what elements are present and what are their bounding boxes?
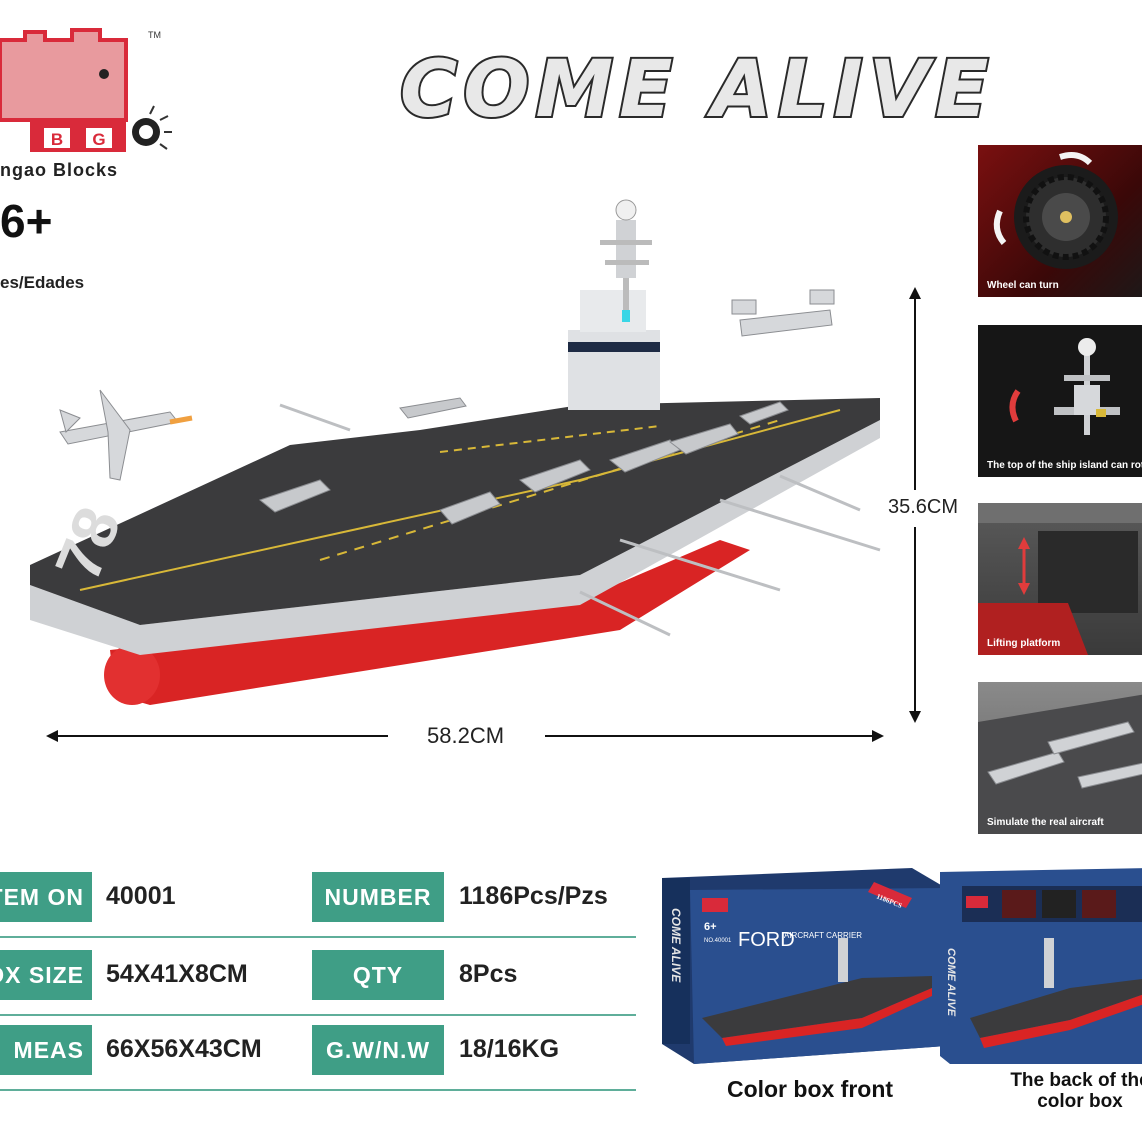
spec-divider (0, 1014, 636, 1016)
trademark: TM (148, 30, 161, 40)
spec-value-meas: 66X56X43CM (106, 1035, 262, 1063)
brand-name: ngao Blocks (0, 160, 119, 180)
spec-label-meas: MEAS (0, 1025, 92, 1075)
height-dimension-arrow (900, 285, 930, 725)
feature-caption: Simulate the real aircraft (987, 817, 1104, 828)
height-label: 35.6CM (888, 496, 959, 518)
color-box-back-image: COME ALIVE (940, 868, 1142, 1064)
box-front-age: 6+ (704, 921, 717, 933)
box-front-side-text: COME ALIVE (669, 908, 683, 983)
age-value: 6+ (0, 195, 53, 247)
spec-value-weight: 18/16KG (459, 1035, 560, 1063)
feature-caption: The top of the ship island can rot (987, 460, 1142, 471)
box-front-subtitle: AIRCRAFT CARRIER (784, 931, 862, 940)
spec-row: BOX SIZE 54X41X8CM QTY 8Pcs (0, 938, 636, 1016)
brand-logo: B G (0, 28, 190, 188)
spec-label-box-size: BOX SIZE (0, 950, 92, 1000)
logo-letter-b: B (51, 130, 63, 149)
box-front-caption: Color box front (726, 1076, 894, 1102)
aircraft-carrier-image: 78 (20, 180, 900, 720)
box-front-number: NO.40001 (704, 938, 732, 944)
length-dimension-arrow (40, 720, 890, 750)
box-back-side-text: COME ALIVE (945, 948, 957, 1017)
spec-row: MEAS 66X56X43CM G.W/N.W 18/16KG (0, 1013, 636, 1091)
box-front-title: FORD (738, 929, 795, 951)
logo-letter-g: G (92, 130, 105, 149)
spec-value-item-no: 40001 (106, 882, 176, 910)
spec-label-weight: G.W/N.W (312, 1025, 444, 1075)
spec-label-item-no: ITEM ON (0, 872, 92, 922)
spec-value-box-size: 54X41X8CM (106, 960, 248, 988)
spec-divider (0, 1089, 636, 1091)
headline: COME ALIVE (398, 40, 1040, 137)
feature-wheel-panel: Wheel can turn (978, 145, 1142, 297)
spec-divider (0, 936, 636, 938)
feature-lift-panel: Lifting platform (978, 503, 1142, 655)
spec-row: ITEM ON 40001 NUMBER 1186Pcs/Pzs (0, 860, 636, 938)
spec-value-number: 1186Pcs/Pzs (459, 882, 608, 910)
length-label: 58.2CM (427, 723, 505, 748)
spec-label-qty: QTY (312, 950, 444, 1000)
spec-value-qty: 8Pcs (459, 960, 518, 988)
feature-caption: Lifting platform (987, 638, 1061, 649)
color-box-front-image: COME ALIVE 6+ NO.40001 FORD AIRCRAFT CAR… (662, 868, 946, 1064)
box-back-caption: The back of the color box (1010, 1070, 1142, 1112)
spec-label-number: NUMBER (312, 872, 444, 922)
feature-aircraft-panel: Simulate the real aircraft (978, 682, 1142, 834)
headline-text: COME ALIVE (400, 45, 994, 130)
feature-caption: Wheel can turn (987, 280, 1059, 291)
age-label: es/Edades (0, 273, 85, 292)
feature-island-panel: The top of the ship island can rot (978, 325, 1142, 477)
